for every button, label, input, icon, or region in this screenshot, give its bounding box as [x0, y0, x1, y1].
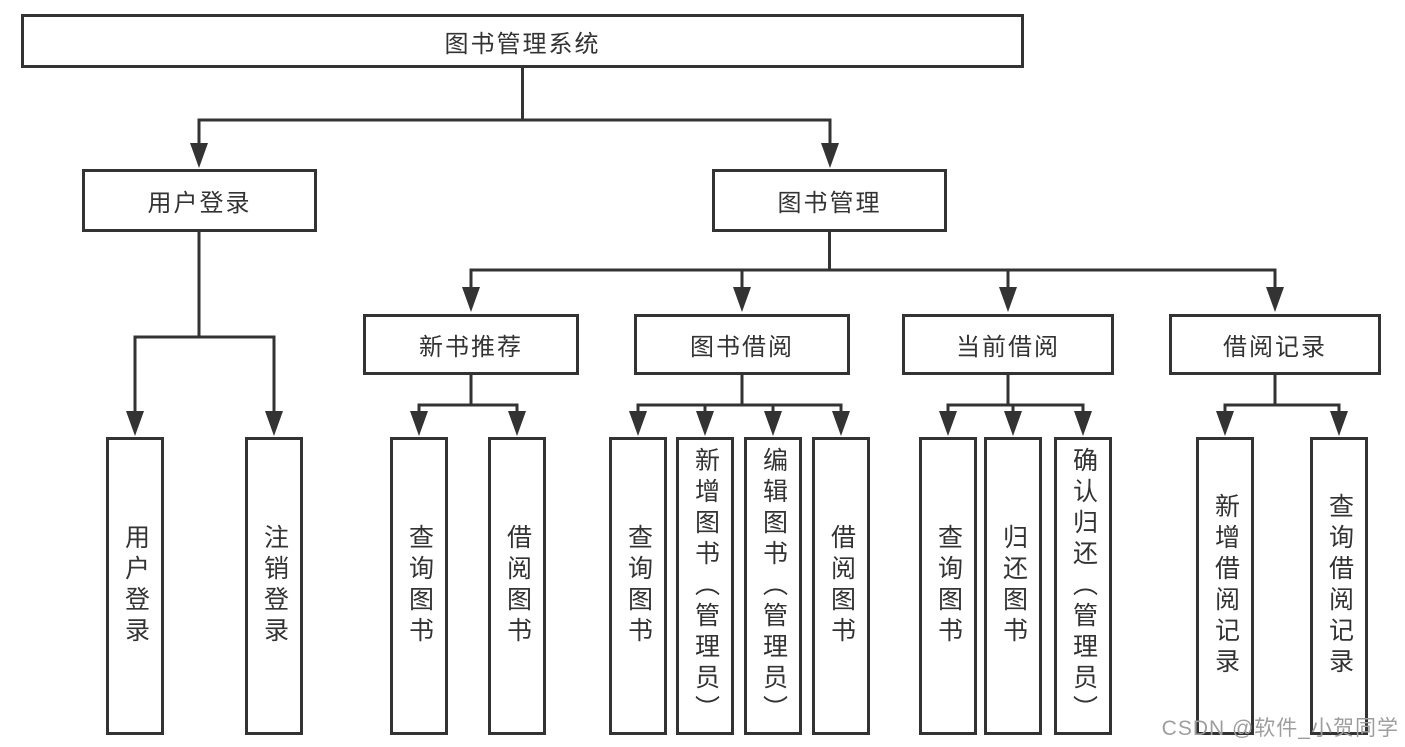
arrow-down-icon	[1004, 411, 1022, 436]
leaf-borrow-edit-book-admin: 编辑图书（管理员）	[744, 437, 802, 735]
node-current-borrowing: 当前借阅	[902, 314, 1114, 375]
node-library-system: 图书管理系统	[21, 14, 1024, 68]
node-user-login: 用户登录	[82, 169, 317, 232]
node-new-book-recommend: 新书推荐	[363, 314, 579, 375]
arrow-down-icon	[733, 287, 751, 312]
node-book-borrowing: 图书借阅	[634, 314, 850, 375]
leaf-recommend-borrow-books: 借阅图书	[488, 437, 546, 735]
arrow-down-icon	[462, 287, 480, 312]
arrow-down-icon	[939, 411, 957, 436]
leaf-logout-login: 注销登录	[245, 437, 303, 735]
arrow-down-icon	[629, 411, 647, 436]
arrow-down-icon	[764, 411, 782, 436]
arrow-down-icon	[126, 411, 144, 436]
arrow-down-icon	[410, 411, 428, 436]
arrow-down-icon	[696, 411, 714, 436]
node-borrowing-records: 借阅记录	[1169, 314, 1381, 375]
leaf-current-query-books: 查询图书	[919, 437, 977, 735]
arrow-down-icon	[1330, 411, 1348, 436]
leaf-current-return-books: 归还图书	[984, 437, 1042, 735]
leaf-borrow-query-books: 查询图书	[609, 437, 667, 735]
leaf-borrow-borrow-books: 借阅图书	[812, 437, 870, 735]
arrow-down-icon	[832, 411, 850, 436]
csdn-watermark: CSDN @软件_小贺同学	[1161, 717, 1399, 740]
arrow-down-icon	[1074, 411, 1092, 436]
leaf-recommend-query-books: 查询图书	[390, 437, 448, 735]
leaf-user-login: 用户登录	[106, 437, 164, 735]
node-book-management: 图书管理	[712, 169, 947, 232]
arrow-down-icon	[821, 143, 839, 168]
arrow-down-icon	[999, 287, 1017, 312]
arrow-down-icon	[508, 411, 526, 436]
arrow-down-icon	[190, 143, 208, 168]
arrow-down-icon	[1266, 287, 1284, 312]
leaf-records-query-borrow-record: 查询借阅记录	[1310, 437, 1368, 735]
leaf-records-add-borrow-record: 新增借阅记录	[1196, 437, 1254, 735]
leaf-borrow-add-book-admin: 新增图书（管理员）	[676, 437, 734, 735]
arrow-down-icon	[265, 411, 283, 436]
leaf-current-confirm-return-admin: 确认归还（管理员）	[1054, 437, 1112, 735]
arrow-down-icon	[1216, 411, 1234, 436]
